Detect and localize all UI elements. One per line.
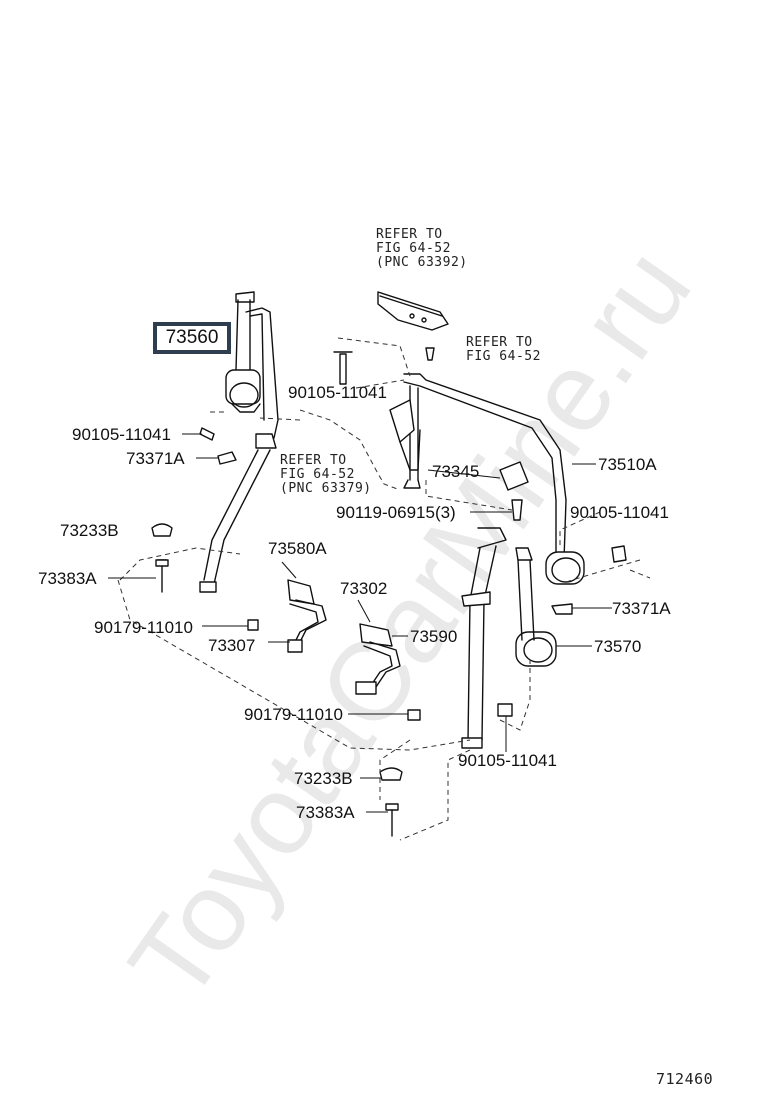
part-label-73233B-left[interactable]: 73233B — [60, 521, 119, 540]
part-label-73590[interactable]: 73590 — [410, 627, 458, 646]
refer-note-middle-right-line-2: FIG 64-52 — [466, 349, 541, 364]
part-label-90105-11041-left[interactable]: 90105-11041 — [72, 425, 171, 444]
center-frame — [333, 347, 567, 561]
part-label-90179-11010-left[interactable]: 90179-11010 — [94, 618, 193, 637]
part-label-73570[interactable]: 73570 — [594, 637, 642, 656]
part-label-90105-11041-upper[interactable]: 90105-11041 — [288, 383, 387, 402]
part-label-73371A-right[interactable]: 73371A — [612, 599, 671, 618]
part-label-73383A-lower[interactable]: 73383A — [296, 803, 355, 822]
left-belt-assembly — [199, 291, 279, 593]
part-label-73383A-left[interactable]: 73383A — [38, 569, 97, 588]
refer-note-top: REFER TO FIG 64-52 (PNC 63392) — [376, 228, 468, 270]
part-label-73371A-left[interactable]: 73371A — [126, 449, 185, 468]
part-label-73307[interactable]: 73307 — [208, 636, 256, 655]
refer-note-middle-right[interactable]: REFER TO FIG 64-52 — [466, 336, 541, 364]
diagram-number: 712460 — [656, 1070, 714, 1088]
refer-note-middle-left-line-2: FIG 64-52 — [280, 467, 355, 482]
refer-note-top-line-2: FIG 64-52 — [376, 241, 451, 256]
part-label-73345[interactable]: 73345 — [432, 462, 480, 481]
refer-note-middle-left-line-3: (PNC 63379) — [280, 481, 372, 496]
left-bolts — [151, 427, 237, 593]
part-label-90105-11041-right[interactable]: 90105-11041 — [570, 503, 669, 522]
refer-note-middle-left[interactable]: REFER TO FIG 64-52 (PNC 63379) — [280, 454, 372, 496]
refer-note-middle-right-line-1: REFER TO — [466, 335, 533, 350]
part-label-73580A[interactable]: 73580A — [268, 539, 327, 558]
highlighted-part-label[interactable]: 73560 — [153, 322, 231, 354]
lower-anchors — [379, 767, 403, 837]
rear-cover-part — [377, 291, 449, 331]
part-label-90119-06915[interactable]: 90119-06915(3) — [336, 503, 456, 522]
part-label-73302[interactable]: 73302 — [340, 579, 388, 598]
part-label-73510A[interactable]: 73510A — [598, 455, 657, 474]
refer-note-top-line-3: (PNC 63392) — [376, 255, 468, 270]
refer-note-top-line-1: REFER TO — [376, 227, 443, 242]
part-label-90105-11041-lower[interactable]: 90105-11041 — [458, 751, 557, 770]
refer-note-middle-left-line-1: REFER TO — [280, 453, 347, 468]
part-label-90179-11010-lower[interactable]: 90179-11010 — [244, 705, 343, 724]
buckles — [247, 579, 421, 721]
part-label-73233B-lower[interactable]: 73233B — [294, 769, 353, 788]
right-retractors — [499, 461, 627, 667]
